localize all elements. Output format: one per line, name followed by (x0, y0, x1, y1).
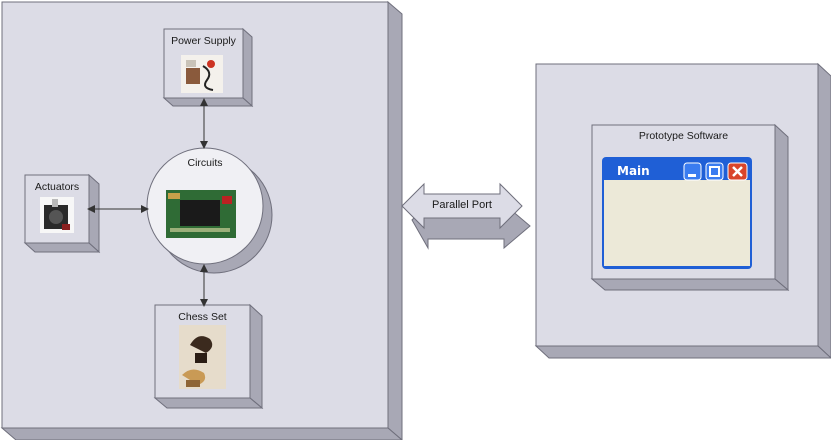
minimize-icon (688, 174, 696, 177)
actuators-label: Actuators (34, 181, 80, 193)
maximize-icon (709, 166, 720, 177)
chess-pieces-photo (179, 325, 226, 389)
circuit-board-photo (166, 190, 236, 238)
close-icon (732, 166, 743, 177)
circuits-label: Circuits (187, 157, 223, 169)
motor-photo (40, 197, 74, 233)
power-supply-label: Power Supply (171, 35, 236, 47)
prototype-software-label: Prototype Software (638, 130, 729, 142)
parallel-port-label: Parallel Port (432, 199, 492, 211)
parallel-port-arrow (401, 182, 531, 250)
window-title: Main (617, 164, 650, 178)
power-supply-photo (181, 55, 223, 93)
chess-set-label: Chess Set (178, 311, 227, 323)
main-window (602, 157, 752, 269)
